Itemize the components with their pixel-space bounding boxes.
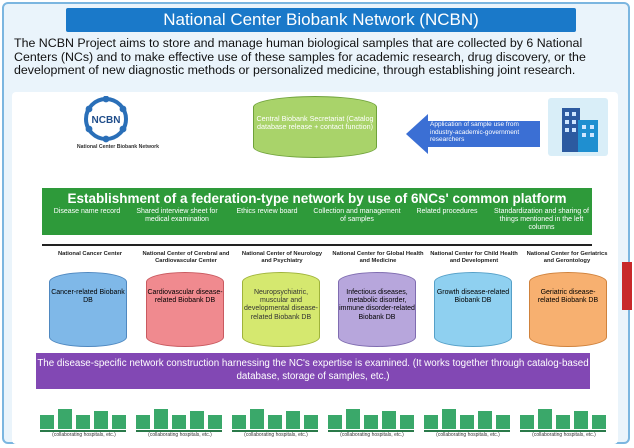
federation-band: Establishment of a federation-type netwo… xyxy=(42,188,592,235)
logo-ring-icon: NCBN xyxy=(84,96,128,143)
hospitals-icon xyxy=(40,409,126,432)
hospitals-icon xyxy=(424,409,510,432)
biobank-db-cylinder: Infectious diseases, metabolic disorder,… xyxy=(338,272,416,347)
building-icon xyxy=(548,98,608,156)
biobank-db-cylinder: Cardiovascular disease-related Biobank D… xyxy=(146,272,224,347)
connector-line xyxy=(42,244,592,246)
side-arrow-icon xyxy=(622,262,632,310)
logo-mark: NCBN xyxy=(92,115,121,126)
hospitals-icon xyxy=(232,409,318,432)
hospital-label: (collaborating hospitals, etc.) xyxy=(436,432,500,438)
topic-item: Related procedures xyxy=(416,208,478,215)
center-label: National Center of Neurology and Psychia… xyxy=(241,251,323,264)
poster-frame: National Center Biobank Network (NCBN) T… xyxy=(2,2,630,444)
topic-item: Disease name record xyxy=(53,208,121,215)
network-construction-banner: The disease-specific network constructio… xyxy=(36,353,590,389)
hospital-label: (collaborating hospitals, etc.) xyxy=(340,432,404,438)
logo-caption: National Center Biobank Network xyxy=(76,144,160,150)
topic-item: Standardization and sharing of things me… xyxy=(494,208,589,231)
hospitals-icon xyxy=(136,409,222,432)
biobank-db-cylinder: Cancer-related Biobank DB xyxy=(49,272,127,347)
biobank-db-cylinder: Geriatric disease-related Biobank DB xyxy=(529,272,607,347)
biobank-db-cylinder: Growth disease-related Biobank DB xyxy=(434,272,512,347)
center-label: National Center of Cerebral and Cardiova… xyxy=(142,251,230,264)
arrow-label: Application of sample use from industry-… xyxy=(430,121,520,144)
hospital-label: (collaborating hospitals, etc.) xyxy=(244,432,308,438)
hospital-label: (collaborating hospitals, etc.) xyxy=(532,432,596,438)
hospital-label: (collaborating hospitals, etc.) xyxy=(52,432,116,438)
secretariat-cylinder: Central Biobank Secretariat (Catalog dat… xyxy=(253,96,377,158)
page-title: National Center Biobank Network (NCBN) xyxy=(66,8,576,32)
center-label: National Center for Global Health and Me… xyxy=(332,251,424,264)
band-title: Establishment of a federation-type netwo… xyxy=(67,191,567,206)
ncbn-logo: NCBN National Center Biobank Network xyxy=(48,96,188,156)
hospital-label: (collaborating hospitals, etc.) xyxy=(148,432,212,438)
topic-item: Shared interview sheet for medical exami… xyxy=(136,208,218,223)
center-label: National Center for Child Health and Dev… xyxy=(430,251,518,264)
hospitals-icon xyxy=(328,409,414,432)
biobank-db-cylinder: Neuropsychiatric, muscular and developme… xyxy=(242,272,320,347)
intro-paragraph: The NCBN Project aims to store and manag… xyxy=(14,36,586,78)
topic-item: Collection and management of samples xyxy=(313,208,401,223)
center-label: National Center for Geriatrics and Geron… xyxy=(526,251,608,264)
center-label: National Cancer Center xyxy=(57,251,123,257)
left-arrow-icon xyxy=(406,114,540,154)
hospitals-icon xyxy=(520,409,606,432)
topic-item: Ethics review board xyxy=(236,208,298,215)
network-diagram: NCBN National Center Biobank Network Cen… xyxy=(12,92,618,444)
